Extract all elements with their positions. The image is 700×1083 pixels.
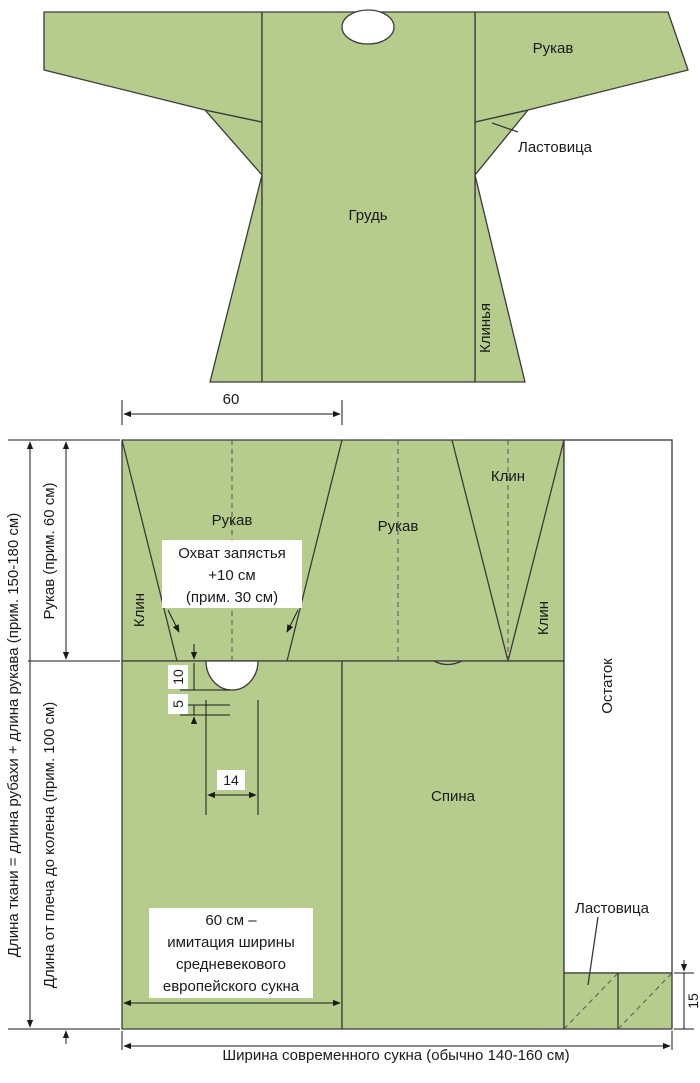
sleeve-right-label: Рукав [378, 518, 419, 535]
neck-depth-10: 10 [170, 669, 186, 685]
assembled-shirt: Рукав Ластовица Грудь Клинья [43, 9, 689, 383]
top-width-label: 60 [223, 391, 240, 408]
gusset-size-label: 15 [685, 993, 700, 1009]
width-note-line4: европейского сукна [163, 978, 300, 995]
left-gore [209, 174, 263, 383]
right-sleeve [474, 11, 689, 123]
gore-left-label: Клин [131, 593, 148, 627]
gore-top-label: Клин [491, 468, 525, 485]
shirt-gores-label: Клинья [477, 303, 494, 353]
layout-gusset-label: Ластовица [575, 900, 650, 917]
sleeve-length-label: Рукав (прим. 60 см) [41, 482, 58, 619]
chest-panel [261, 11, 476, 383]
gore-right-label: Клин [535, 601, 552, 635]
wrist-note-box [162, 540, 302, 608]
shoulder-knee-label: Длина от плеча до колена (прим. 100 см) [41, 702, 58, 989]
width-note-line3: средневекового [176, 956, 286, 973]
width-note-box [149, 908, 313, 998]
layout-neck-hole [205, 660, 259, 691]
cutting-layout: 60 Рукав Рукав Клин Клин Клин Охват запя… [5, 391, 700, 1064]
neck-hole [341, 9, 395, 45]
width-note-line1: 60 см – [205, 912, 257, 929]
width-note-line2: имитация ширины [167, 934, 295, 951]
shirt-chest-label: Грудь [348, 207, 387, 224]
left-sleeve [43, 11, 263, 123]
fabric-length-label: Длина ткани = длина рубахи + длина рукав… [5, 513, 22, 957]
back-label: Спина [431, 788, 476, 805]
back-piece [341, 660, 565, 1030]
shirt-sleeve-label: Рукав [533, 40, 574, 57]
shirt-gusset-label: Ластовица [518, 139, 593, 156]
neck-depth-5: 5 [170, 700, 186, 708]
remnant-area [563, 439, 673, 974]
wrist-note-line2: +10 см [208, 567, 255, 584]
wrist-note-line3: (прим. 30 см) [186, 589, 278, 606]
neck-width-14: 14 [223, 772, 239, 788]
sleeve-left-label: Рукав [212, 512, 253, 529]
wrist-note-line1: Охват запястья [178, 545, 286, 562]
fabric-width-label: Ширина современного сукна (обычно 140-16… [222, 1047, 569, 1064]
remnant-label: Остаток [599, 658, 616, 714]
